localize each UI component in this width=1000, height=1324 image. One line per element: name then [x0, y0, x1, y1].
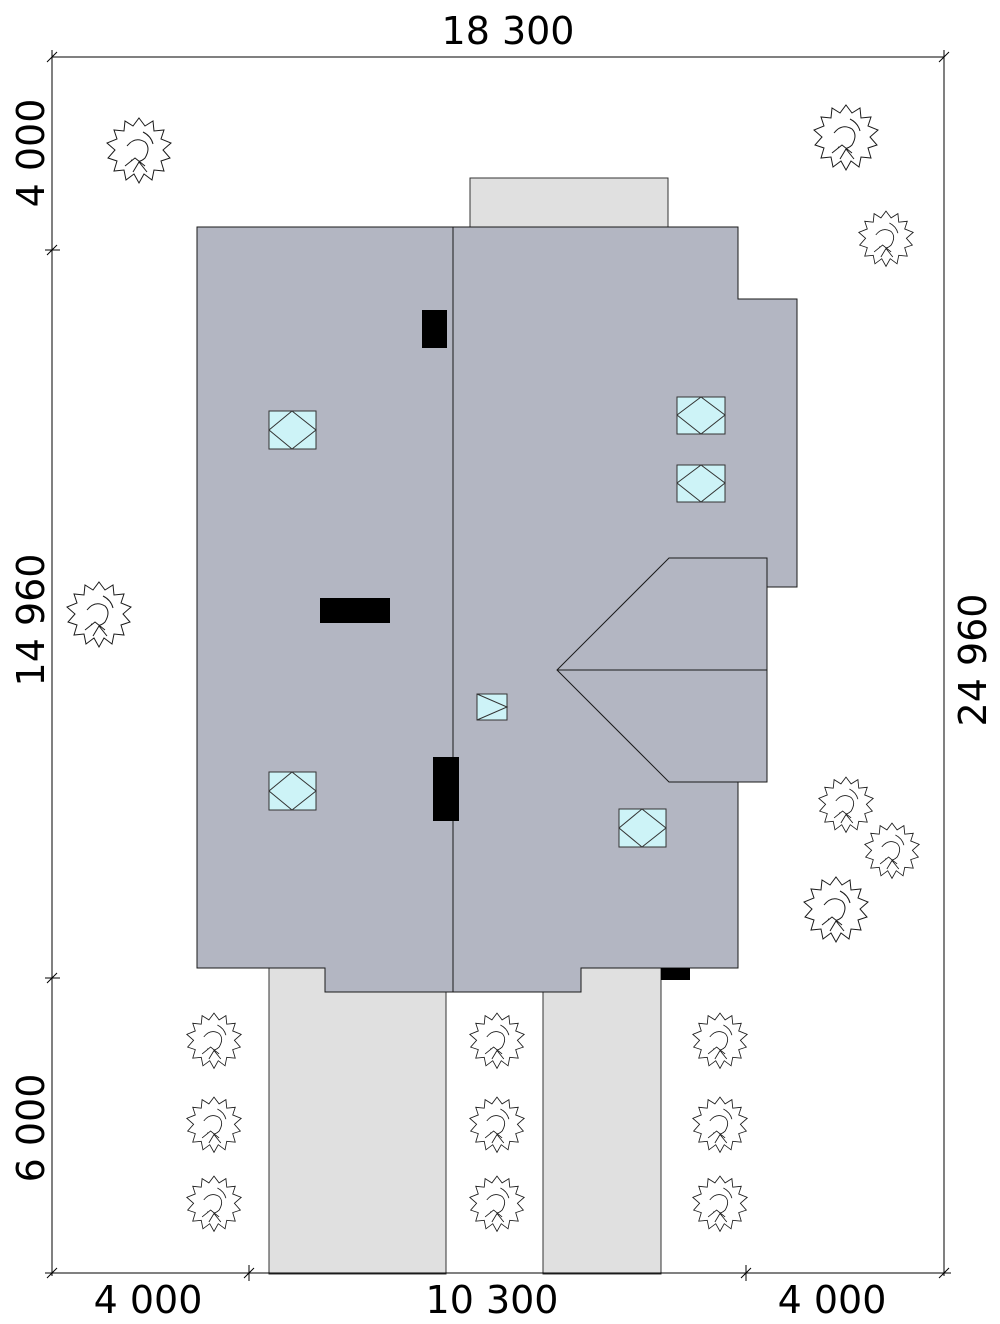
tree-icon [858, 210, 914, 267]
tree-icon [692, 1096, 748, 1153]
tree-icon [692, 1012, 748, 1069]
skylight-icon [676, 396, 726, 435]
tree-icon [469, 1012, 525, 1069]
tree-icon [469, 1175, 525, 1232]
tree-icon [692, 1175, 748, 1232]
dimension-label-bottom-left: 4 000 [94, 1278, 203, 1322]
skylight-icon [268, 771, 317, 811]
tree-icon [469, 1096, 525, 1153]
tree-icon [813, 104, 879, 171]
skylight-icon [268, 410, 317, 450]
chimney-icon [422, 310, 447, 348]
chimney-icon [320, 598, 390, 623]
tree-icon [186, 1175, 242, 1232]
tree-icon [186, 1096, 242, 1153]
skylight-icon [476, 693, 509, 721]
chimney-icon [433, 757, 459, 821]
chimneys [320, 310, 690, 980]
tree-icon [66, 581, 132, 648]
driveway-left [268, 965, 447, 1275]
tree-icon [864, 822, 920, 879]
dimension-label-left-front: 6 000 [9, 1074, 53, 1183]
driveway-right [542, 965, 662, 1275]
tree-icon [818, 776, 874, 833]
tree-icon [106, 117, 172, 184]
dimension-label-left-top: 4 000 [9, 99, 53, 208]
dimension-label-bottom-house: 10 300 [426, 1278, 559, 1322]
dimension-lines [45, 50, 951, 1281]
dimension-label-right-total: 24 960 [951, 594, 995, 727]
rear-terrace [469, 177, 669, 229]
chimney-icon [661, 968, 690, 980]
skylight-icon [676, 464, 726, 503]
roof-plan [196, 226, 798, 993]
skylights [268, 396, 726, 848]
tree-icon [803, 876, 869, 943]
dimension-label-overall-width: 18 300 [442, 9, 575, 53]
dimension-label-left-house: 14 960 [9, 554, 53, 687]
dimension-label-bottom-right: 4 000 [778, 1278, 887, 1322]
tree-icon [186, 1012, 242, 1069]
skylight-icon [618, 808, 667, 848]
